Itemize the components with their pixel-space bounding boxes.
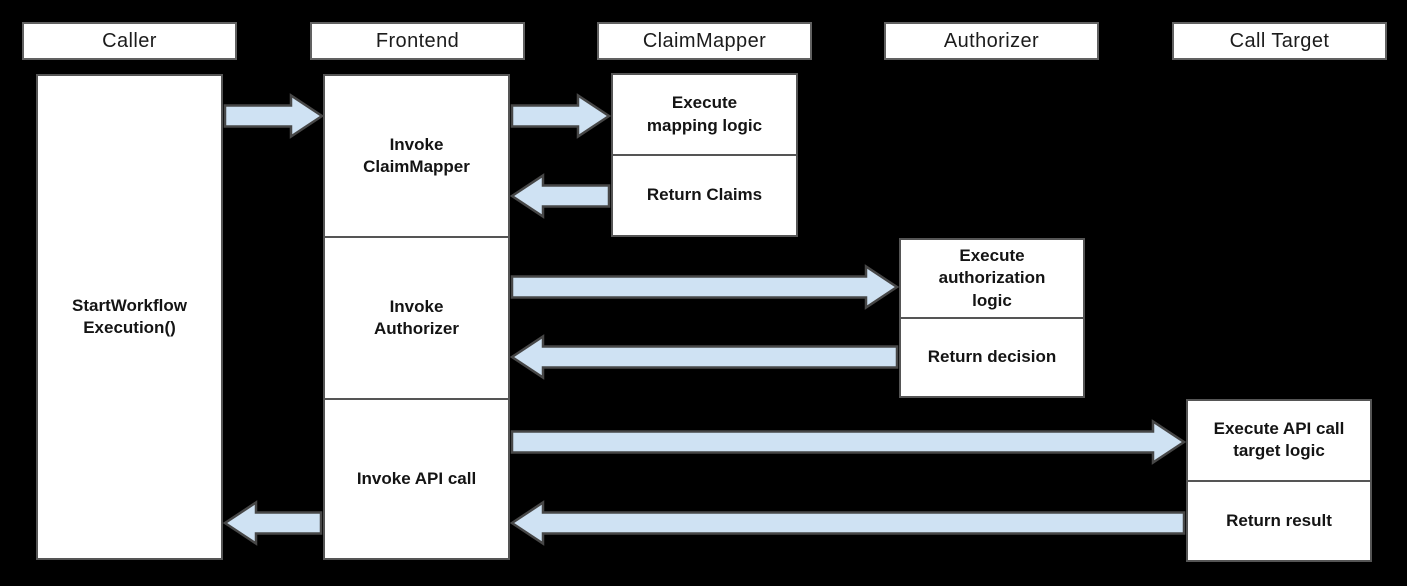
arrow-frontend-to-claimmapper [510,93,612,139]
activation-authorizer: Execute authorization logic Return decis… [899,238,1085,398]
actor-label: Call Target [1229,29,1330,52]
step-return-result: Return result [1188,479,1370,561]
arrow-frontend-to-calltarget [510,419,1187,465]
actor-label: Caller [102,29,157,52]
step-invoke-api-call: Invoke API call [325,398,508,558]
actor-header-caller: Caller [22,22,237,60]
actor-header-claimmapper: ClaimMapper [597,22,812,60]
actor-header-frontend: Frontend [310,22,525,60]
step-startworkflowexecution: StartWorkflow Execution() [72,295,187,337]
step-invoke-authorizer: Invoke Authorizer [325,235,508,399]
actor-label: ClaimMapper [642,29,767,52]
step-return-decision: Return decision [901,317,1083,396]
actor-header-authorizer: Authorizer [884,22,1099,60]
arrow-frontend-to-authorizer [510,264,900,310]
step-execute-api-call-target-logic: Execute API call target logic [1213,419,1345,461]
activation-calltarget: Execute API call target logic Return res… [1186,399,1372,562]
step-return-claims: Return Claims [613,154,796,235]
arrow-claimmapper-to-frontend [509,173,611,219]
actor-label: Frontend [375,29,460,52]
arrow-authorizer-to-frontend [509,334,899,380]
activation-caller: StartWorkflow Execution() [36,74,223,560]
arrow-calltarget-to-frontend [509,500,1186,546]
actor-header-calltarget: Call Target [1172,22,1387,60]
step-invoke-claimmapper: Invoke ClaimMapper [363,134,470,176]
actor-label: Authorizer [943,29,1040,52]
step-execute-mapping-logic: Execute mapping logic [646,93,763,135]
activation-frontend: Invoke ClaimMapper Invoke Authorizer Inv… [323,74,510,560]
activation-claimmapper: Execute mapping logic Return Claims [611,73,798,237]
step-execute-authorization-logic: Execute authorization logic [938,246,1046,310]
arrow-frontend-to-caller [222,500,323,546]
arrow-caller-to-frontend [223,93,325,139]
